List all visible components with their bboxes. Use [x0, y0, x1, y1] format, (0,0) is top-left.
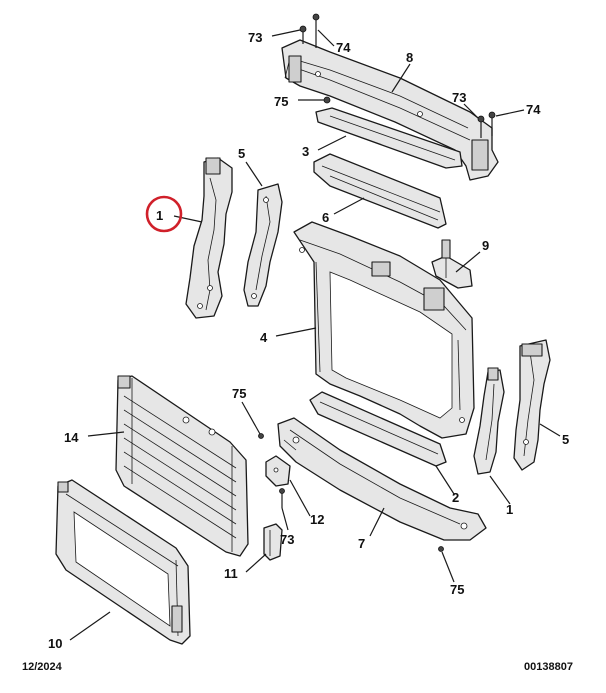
callout-1-right: 1	[506, 502, 513, 517]
callout-14: 14	[64, 430, 79, 445]
callout-74-right: 74	[526, 102, 541, 117]
part-8-upper-crossmember	[281, 39, 499, 181]
callout-6: 6	[322, 210, 329, 225]
callout-1-left: 1	[156, 208, 163, 223]
callout-5-right: 5	[562, 432, 569, 447]
part-3-upper-strip	[315, 107, 463, 169]
part-9-small-bracket	[431, 239, 473, 289]
bolt-75-mid	[258, 433, 264, 439]
highlight-circle	[145, 195, 183, 233]
part-1-right-bracket	[473, 367, 505, 475]
part-6-deflector	[313, 153, 447, 229]
footer-date: 12/2024	[22, 661, 63, 673]
bolt-73-right	[477, 115, 485, 138]
part-11-bracket	[263, 523, 283, 561]
callout-74-top: 74	[336, 40, 351, 55]
callout-4: 4	[260, 330, 268, 345]
callout-9: 9	[482, 238, 489, 253]
bolt-75-top	[323, 96, 331, 104]
callout-12: 12	[310, 512, 324, 527]
callout-7: 7	[358, 536, 365, 551]
callout-8: 8	[406, 50, 413, 65]
callout-3: 3	[302, 144, 309, 159]
callout-75-top: 75	[274, 94, 288, 109]
part-7-lower-crossmember	[277, 417, 487, 541]
callout-5-left: 5	[238, 146, 245, 161]
callout-73-right: 73	[452, 90, 466, 105]
part-5-right-bracket	[513, 339, 551, 471]
bolt-73-top	[299, 25, 307, 44]
bolt-74-top	[312, 13, 320, 48]
part-2-lower-strip	[309, 391, 447, 467]
callout-73-top: 73	[248, 30, 262, 45]
part-5-left-bracket	[243, 183, 283, 307]
footer-reference: 00138807	[524, 661, 573, 673]
bolt-75-bottom	[438, 546, 444, 552]
bolt-74-right	[488, 111, 496, 136]
part-14-cooling-module	[115, 375, 249, 557]
callout-73-bottom: 73	[280, 532, 294, 547]
callout-2: 2	[452, 490, 459, 505]
callout-75-bottom: 75	[450, 582, 464, 597]
callout-10: 10	[48, 636, 62, 651]
leader-lines	[69, 29, 561, 641]
callout-11: 11	[224, 566, 238, 581]
bolt-73-bottom	[279, 488, 285, 508]
part-4-main-frame	[293, 221, 475, 439]
part-10-shroud-frame	[55, 479, 191, 645]
part-12-clip	[265, 455, 291, 487]
part-1-left-bracket	[185, 157, 233, 319]
callout-labels: 73 74 8 75 73 74 3 5 1 6 9 4 75 14 5 2 1…	[48, 30, 569, 651]
callout-75-mid: 75	[232, 386, 246, 401]
